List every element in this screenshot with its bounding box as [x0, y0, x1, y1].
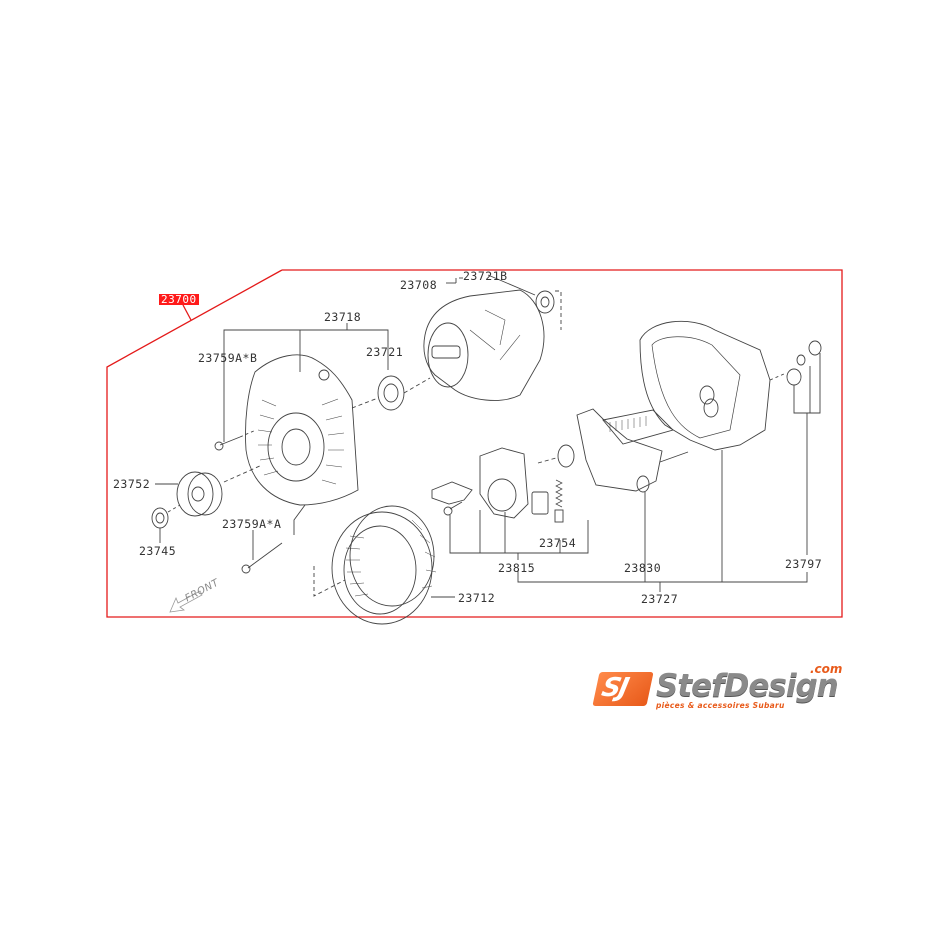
logo-name: StefDesign [656, 668, 839, 704]
callout-23830[interactable]: 23830 [624, 561, 662, 575]
logo-mark-icon: SJ [592, 672, 654, 706]
assembly-part-number[interactable]: 23700 [159, 293, 199, 306]
callout-23759A-A[interactable]: 23759A*A [222, 517, 282, 531]
callout-23727[interactable]: 23727 [641, 592, 679, 606]
callout-23721[interactable]: 23721 [366, 345, 404, 359]
assembly-frame [106, 269, 843, 618]
callout-23752[interactable]: 23752 [113, 477, 151, 491]
stefdesign-logo[interactable]: SJ StefDesign .com pièces & accessoires … [592, 662, 856, 714]
callout-23797[interactable]: 23797 [785, 557, 823, 571]
callout-23759A-B[interactable]: 23759A*B [198, 351, 258, 365]
callout-23712[interactable]: 23712 [458, 591, 496, 605]
callout-23815[interactable]: 23815 [498, 561, 536, 575]
callout-23718[interactable]: 23718 [324, 310, 362, 324]
callout-23708[interactable]: 23708 [400, 278, 438, 292]
callout-23721B[interactable]: 23721B [463, 269, 508, 283]
callout-23754[interactable]: 23754 [539, 536, 577, 550]
logo-domain-suffix: .com [810, 662, 843, 676]
callout-23745[interactable]: 23745 [139, 544, 177, 558]
logo-tagline: pièces & accessoires Subaru [656, 701, 785, 710]
